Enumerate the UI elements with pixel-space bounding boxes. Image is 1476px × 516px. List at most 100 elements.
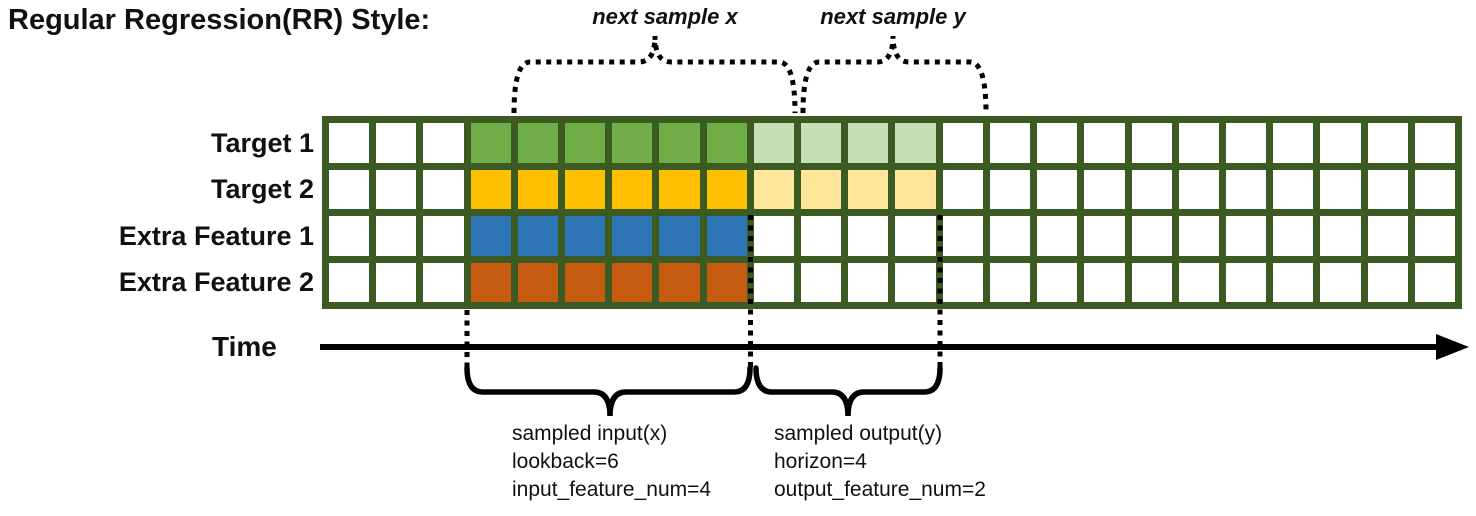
grid-cell: [848, 123, 889, 163]
grid-cell: [612, 216, 653, 256]
grid-cell: [1131, 169, 1172, 209]
grid-cell: [1367, 262, 1408, 302]
grid-cell: [659, 216, 700, 256]
grid-cell: [1273, 123, 1314, 163]
grid-cell: [706, 123, 747, 163]
sampled-output-label: sampled output(y): [774, 422, 943, 445]
time-arrow-head: [1436, 334, 1469, 360]
grid-cell: [376, 123, 417, 163]
grid-cell: [470, 216, 511, 256]
grid-cell: [470, 123, 511, 163]
grid-cell: [1273, 169, 1314, 209]
grid-cell: [1037, 123, 1078, 163]
next-sample-y-brace: [800, 35, 989, 114]
grid-cell: [989, 216, 1031, 256]
grid-cell: [801, 123, 842, 163]
row-label-target-1: Target 1: [210, 128, 314, 158]
grid-cell: [423, 216, 464, 256]
grid-cell: [517, 216, 559, 256]
grid-cell: [612, 123, 653, 163]
grid-cell: [895, 216, 936, 256]
grid-cell: [1414, 216, 1455, 256]
row-label-extra-feature-1: Extra Feature 1: [118, 221, 314, 251]
grid-cell: [470, 262, 511, 302]
grid-cell: [517, 262, 559, 302]
grid-cell: [659, 123, 700, 163]
grid-cell: [1225, 216, 1267, 256]
row-label-target-2: Target 2: [210, 174, 314, 204]
grid-cell: [423, 123, 464, 163]
grid-cell: [1414, 169, 1455, 209]
sampled-input-annotation: sampled input(x) lookback=6 input_featur…: [512, 420, 711, 504]
sampled-input-label: sampled input(x): [512, 422, 668, 445]
grid-cell: [942, 169, 983, 209]
grid-cell: [423, 262, 464, 302]
grid-cell: [1367, 169, 1408, 209]
sampled-input-brace: [464, 365, 753, 417]
grid-cell: [1037, 169, 1078, 209]
input-feature-num-label: input_feature_num=4: [512, 478, 712, 501]
grid-cell: [1037, 216, 1078, 256]
grid-cell: [706, 262, 747, 302]
lookback-label: lookback=6: [512, 450, 619, 473]
time-axis-label: Time: [212, 331, 277, 362]
grid-cell: [565, 216, 606, 256]
grid-cell: [517, 123, 559, 163]
grid-cell: [1225, 262, 1267, 302]
grid-cell: [659, 262, 700, 302]
grid-cell: [1367, 216, 1408, 256]
grid-cell: [1084, 123, 1125, 163]
grid-cell: [329, 123, 370, 163]
grid-cell: [706, 169, 747, 209]
grid-cell: [1225, 169, 1267, 209]
grid-cell: [942, 216, 983, 256]
grid-cell: [942, 262, 983, 302]
grid-cell: [1131, 262, 1172, 302]
grid-cell: [895, 262, 936, 302]
grid-cell: [1131, 123, 1172, 163]
grid-cell: [517, 169, 559, 209]
grid-cell: [1320, 216, 1361, 256]
grid-cell: [801, 169, 842, 209]
grid-cell: [1178, 169, 1219, 209]
grid-cell: [753, 169, 795, 209]
grid-cell: [376, 216, 417, 256]
grid-cell: [1037, 262, 1078, 302]
grid-cell: [1084, 169, 1125, 209]
grid-cell: [706, 216, 747, 256]
grid-cell: [1414, 262, 1455, 302]
grid-cell: [376, 262, 417, 302]
grid-cell: [565, 169, 606, 209]
grid-cell: [1273, 216, 1314, 256]
grid-cell: [1273, 262, 1314, 302]
grid-cell: [1320, 169, 1361, 209]
grid-cell: [1367, 123, 1408, 163]
grid-cell: [848, 169, 889, 209]
grid-cell: [470, 169, 511, 209]
grid-cell: [989, 262, 1031, 302]
grid-cell: [1178, 262, 1219, 302]
grid-cell: [376, 169, 417, 209]
timeseries-grid: [322, 116, 1462, 309]
output-feature-num-label: output_feature_num=2: [774, 478, 986, 501]
grid-cell: [1320, 262, 1361, 302]
next-sample-x-label: next sample x: [592, 4, 738, 29]
grid-cell: [848, 262, 889, 302]
horizon-label: horizon=4: [774, 450, 867, 473]
grid-cell: [1084, 262, 1125, 302]
time-arrow: [320, 334, 1469, 360]
grid-cell: [942, 123, 983, 163]
grid-cell: [895, 123, 936, 163]
grid-cell: [801, 216, 842, 256]
grid-cell: [659, 169, 700, 209]
grid-cell: [329, 262, 370, 302]
grid-cell: [612, 262, 653, 302]
row-label-extra-feature-2: Extra Feature 2: [118, 267, 314, 297]
grid-cell: [1178, 216, 1219, 256]
grid-cell: [329, 169, 370, 209]
grid-cell: [612, 169, 653, 209]
sampled-output-brace: [753, 365, 943, 417]
grid-cell: [989, 123, 1031, 163]
next-sample-y-label: next sample y: [820, 4, 966, 29]
